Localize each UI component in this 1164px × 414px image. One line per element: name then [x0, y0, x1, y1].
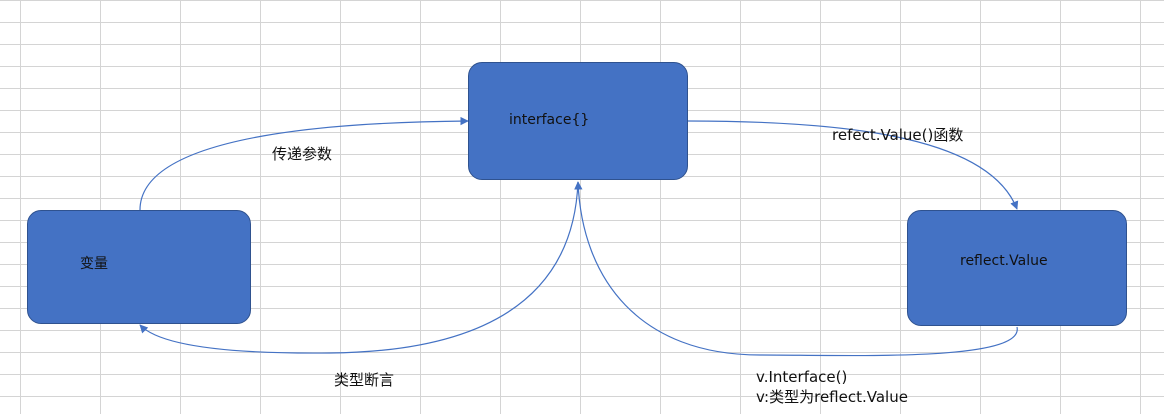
node-interface-label: interface{} [509, 112, 590, 128]
node-reflect-value: reflect.Value [907, 210, 1127, 326]
edge-label-v-interface: v.Interface() v:类型为reflect.Value [756, 367, 908, 407]
node-reflect-value-label: reflect.Value [960, 253, 1048, 269]
node-variable-label: 变量 [80, 256, 108, 272]
edge-label-v-interface-line2: v:类型为reflect.Value [756, 388, 908, 406]
edge-interface-to-reflect-value [687, 120, 1019, 210]
edge-label-type-assert: 类型断言 [334, 371, 395, 389]
edge-reflect-value-to-interface [574, 181, 1018, 357]
node-interface: interface{} [468, 62, 688, 180]
edge-label-pass-param: 传递参数 [272, 145, 333, 163]
edge-label-reflect-func: refect.Value()函数 [832, 126, 964, 144]
edge-interface-to-variable [139, 181, 579, 354]
node-variable: 变量 [27, 210, 251, 324]
edge-variable-to-interface [139, 116, 469, 211]
edge-label-v-interface-line1: v.Interface() [756, 368, 848, 386]
